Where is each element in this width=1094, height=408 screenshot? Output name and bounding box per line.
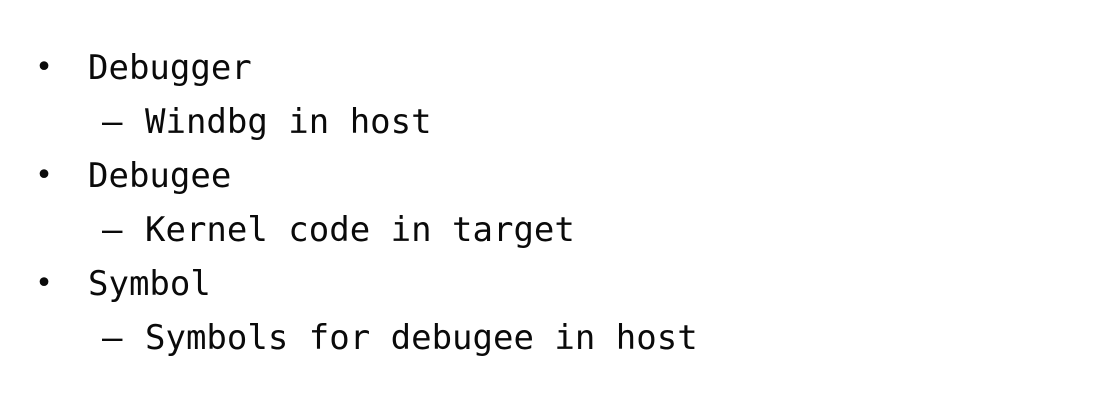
- bullet-icon: •: [35, 50, 54, 85]
- list-item: • Debugee: [0, 149, 1094, 203]
- dash-icon: –: [102, 102, 123, 142]
- list-subitem-label: Kernel code in target: [145, 210, 575, 250]
- list-item-label: Debugger: [88, 48, 252, 88]
- list-item-label: Symbol: [88, 264, 211, 304]
- list-item: • Debugger: [0, 41, 1094, 95]
- dash-icon: –: [102, 318, 123, 358]
- dash-icon: –: [102, 210, 123, 250]
- list-item: • Symbol: [0, 257, 1094, 311]
- list-subitem: – Kernel code in target: [0, 203, 1094, 257]
- bullet-list: • Debugger – Windbg in host • Debugee – …: [0, 41, 1094, 365]
- list-subitem: – Symbols for debugee in host: [0, 311, 1094, 365]
- list-subitem: – Windbg in host: [0, 95, 1094, 149]
- bullet-icon: •: [35, 266, 54, 301]
- list-subitem-label: Windbg in host: [145, 102, 432, 142]
- bullet-icon: •: [35, 158, 54, 193]
- list-item-label: Debugee: [88, 156, 232, 196]
- list-subitem-label: Symbols for debugee in host: [145, 318, 698, 358]
